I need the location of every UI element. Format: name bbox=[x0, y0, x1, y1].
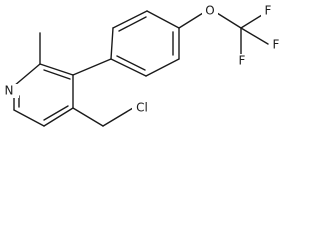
structure-canvas: N O Cl F F F bbox=[4, 3, 280, 127]
bond-c-f-right bbox=[240, 27, 269, 45]
molecule-structure: N O Cl F F F bbox=[4, 3, 280, 127]
atom-fluorine-top: F bbox=[265, 4, 272, 18]
atom-chlorine: Cl bbox=[136, 101, 148, 115]
bond-ph4-o bbox=[178, 12, 204, 29]
atom-fluorine-bottom: F bbox=[239, 54, 246, 68]
bond-c3-phenyl bbox=[72, 58, 112, 76]
bond-ph6-ph1 bbox=[110, 58, 147, 77]
bond-ph2-ph3-inner bbox=[118, 16, 147, 32]
bond-ph2-ph3 bbox=[112, 10, 148, 29]
bond-o-cf3 bbox=[216, 12, 242, 29]
bond-c4-ch2 bbox=[72, 107, 104, 127]
bond-c4-c5-inner bbox=[43, 105, 69, 121]
bond-c2-c3-inner bbox=[43, 69, 71, 80]
bond-c2-c3 bbox=[39, 63, 74, 76]
bond-c5-c6 bbox=[13, 109, 45, 127]
atom-nitrogen: N bbox=[5, 84, 14, 98]
atom-fluorine-right: F bbox=[273, 38, 280, 52]
bond-n-c2 bbox=[13, 63, 41, 87]
bond-c-f-top bbox=[240, 14, 263, 29]
bond-ch2-cl bbox=[102, 107, 134, 127]
bond-ph6-ph1-inner bbox=[116, 55, 146, 71]
bond-c4-c5 bbox=[43, 107, 74, 127]
atom-oxygen: O bbox=[205, 4, 214, 18]
bond-ph1-ph2 bbox=[110, 27, 114, 60]
bond-ph5-ph6 bbox=[145, 58, 180, 77]
bond-ph3-ph4 bbox=[146, 10, 180, 29]
